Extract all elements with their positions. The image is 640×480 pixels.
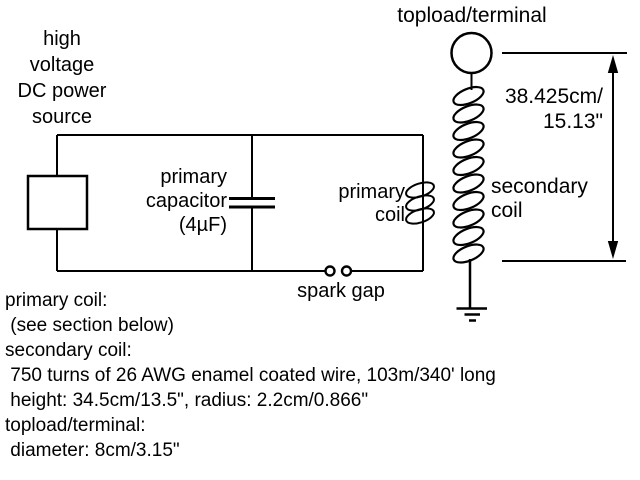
- ground-symbol: [456, 259, 487, 322]
- secondary-coil-symbol: [452, 85, 485, 264]
- topload-circle: [450, 31, 493, 75]
- spec-topload-heading: topload/terminal:: [5, 415, 146, 436]
- spec-secondary-coil-size-detail: height: 34.5cm/13.5", radius: 2.2cm/0.86…: [5, 390, 369, 411]
- power-source-box: [26, 174, 89, 231]
- secondary-coil-label: secondary coil: [491, 175, 588, 222]
- spec-primary-coil-heading: primary coil:: [5, 290, 108, 311]
- spec-secondary-coil-wire-detail: 750 turns of 26 AWG enamel coated wire, …: [5, 365, 496, 386]
- primary-circuit-wires: [56, 134, 424, 272]
- arrow-up-icon: [607, 55, 619, 73]
- spec-topload-detail: diameter: 8cm/3.15": [5, 440, 180, 461]
- spec-secondary-coil-heading: secondary coil:: [5, 340, 132, 361]
- arrow-down-icon: [607, 241, 619, 259]
- primary-capacitor-label: primary capacitor (4µF): [145, 166, 227, 236]
- power-source-label: high voltage DC power source: [17, 28, 107, 128]
- primary-coil-symbol: [405, 181, 435, 225]
- spark-gap-symbol: [324, 265, 353, 277]
- dimension-arrows: [502, 52, 627, 262]
- primary-coil-label: primary coil: [338, 181, 405, 226]
- spark-gap-label: spark gap: [297, 280, 385, 302]
- spec-primary-coil-detail: (see section below): [5, 315, 174, 336]
- topload-terminal-label: topload/terminal: [397, 4, 547, 27]
- spec-list: primary coil: (see section below) second…: [5, 288, 496, 463]
- capacitor-symbol: [229, 197, 275, 209]
- height-dimension-label: 38.425cm/ 15.13": [504, 85, 603, 133]
